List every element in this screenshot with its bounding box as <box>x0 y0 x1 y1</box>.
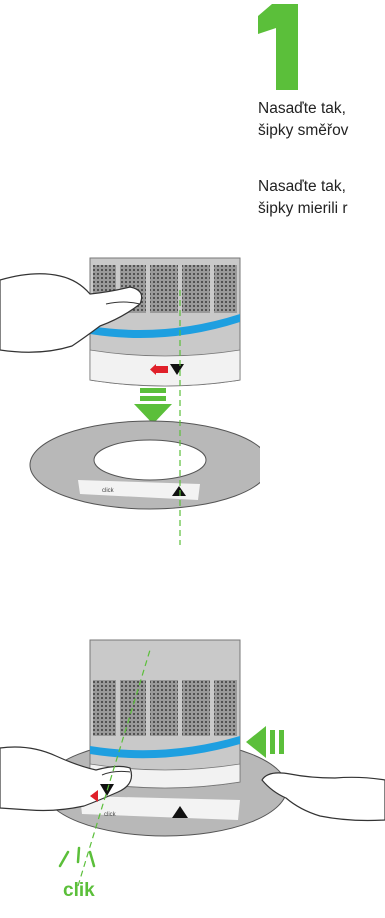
red-arrow-icon <box>150 364 168 375</box>
instruction-czech-line2: šipky směřov <box>258 122 349 139</box>
body-triangle-icon <box>170 364 184 375</box>
instruction-slovak: Nasaďte tak, šipky mierili r <box>258 176 348 220</box>
clik-label: clik <box>63 880 95 901</box>
instruction-czech: Nasaďte tak, šipky směřov <box>258 98 348 142</box>
red-arrow-icon-2 <box>90 790 98 802</box>
instruction-slovak-line2: šipky mierili r <box>258 200 348 217</box>
grill-panel-2 <box>93 680 237 736</box>
illustration-place-on-base: click <box>0 257 260 545</box>
push-arrow-icon <box>246 726 284 758</box>
ring-click-label: click <box>102 488 115 494</box>
illustration-twist-to-lock: click <box>0 639 385 887</box>
down-arrow-icon <box>134 388 172 424</box>
instruction-czech-line1: Nasaďte tak, <box>258 100 346 117</box>
alignment-line-2 <box>77 649 151 887</box>
hand-left <box>0 273 143 353</box>
blue-band-2 <box>90 736 240 759</box>
click-sound-icon <box>58 846 96 868</box>
blue-band <box>90 314 240 338</box>
ring-triangle-icon-2 <box>172 806 188 818</box>
ring-triangle-icon <box>172 486 186 496</box>
instruction-slovak-line1: Nasaďte tak, <box>258 178 346 195</box>
hand-right <box>261 772 385 822</box>
hand-left-2 <box>0 746 133 812</box>
step-number-icon <box>258 4 298 90</box>
ring-click-label-2: click <box>104 812 117 818</box>
